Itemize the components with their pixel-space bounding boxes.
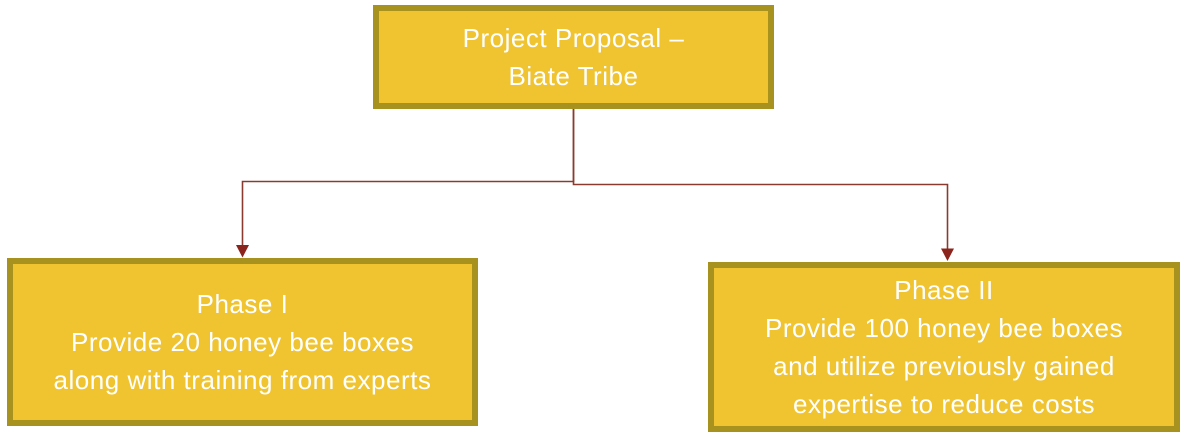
node-project-proposal: Project Proposal – Biate Tribe <box>373 5 774 109</box>
node-text-line: Phase II <box>894 275 994 305</box>
arrowhead-down-left-icon <box>236 245 249 258</box>
node-text-line: Phase I <box>196 289 289 319</box>
node-text-line: and utilize previously gained <box>773 351 1115 381</box>
node-text-line: Project Proposal – <box>462 23 685 53</box>
arrowhead-down-right-icon <box>941 248 954 261</box>
node-phase-1: Phase I Provide 20 honey bee boxes along… <box>7 258 478 426</box>
node-text-line: Provide 100 honey bee boxes <box>764 313 1124 343</box>
connector-elbow-left <box>241 109 575 246</box>
node-text-line: Provide 20 honey bee boxes <box>70 327 415 357</box>
connector-elbow-right <box>572 109 949 249</box>
node-phase-2: Phase II Provide 100 honey bee boxes and… <box>708 262 1180 432</box>
node-text-line: along with training from experts <box>53 365 432 395</box>
node-text-line: expertise to reduce costs <box>792 389 1096 419</box>
node-text-line: Biate Tribe <box>508 61 639 91</box>
